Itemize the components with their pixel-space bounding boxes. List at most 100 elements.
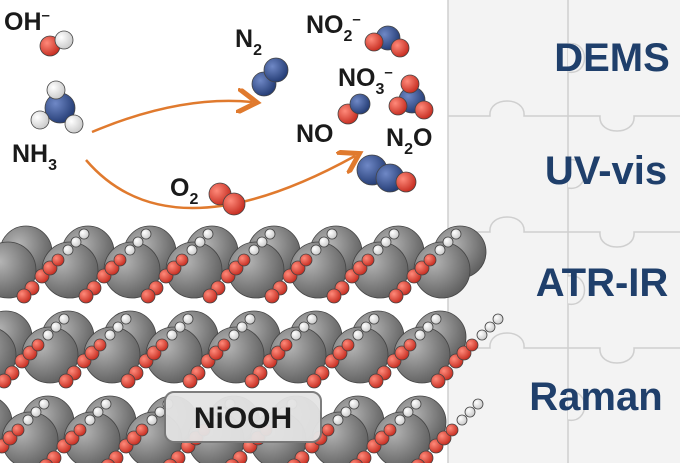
oxygen-atom [182,373,198,389]
hydrogen-atom [352,329,364,341]
oxygen-atom [445,423,459,437]
puzzle-knob [567,275,586,305]
hydrogen-atom [42,329,54,341]
oxygen-atom [120,373,136,389]
oxygen-atom [356,450,372,463]
oxygen-atom [388,288,404,304]
puzzle-seam [568,347,680,364]
hydrogen-atom [120,313,132,325]
oxygen-atom [306,373,322,389]
arrow-to-n2 [91,101,252,134]
hydrogen-atom [326,228,338,240]
catalyst-label-box: NiOOH [164,391,322,443]
oxygen-atom [294,450,310,463]
hydrogen-atom [298,321,310,333]
hydrogen-atom [348,398,360,410]
hydrogen-atom [112,321,124,333]
hydrogen-atom [368,313,380,325]
puzzle-seam [448,332,568,349]
oxygen-atom [349,458,363,463]
oxygen-atom [237,253,251,267]
hydrogen-atom [100,398,112,410]
hydrogen-atom [186,244,198,256]
hydrogen-atom [476,329,488,341]
oxygen-atom [383,423,397,437]
hydrogen-atom [50,321,62,333]
oxygen-atom [418,450,434,463]
hydrogen-atom [442,236,454,248]
oxygen-atom [140,288,156,304]
hydrogen-atom [54,30,74,50]
oxygen-atom [423,253,437,267]
label-hydroxide: OH– [4,7,50,36]
hydrogen-atom [340,406,352,418]
oxygen-atom [465,338,479,352]
oxygen-atom [341,338,355,352]
hydrogen-atom [84,414,96,426]
oxygen-atom [135,423,149,437]
oxygen-atom [403,338,417,352]
hydrogen-atom [62,244,74,256]
label-ammonia: NH3 [12,140,57,174]
hydrogen-atom [402,406,414,418]
technique-label-4: Raman [529,375,662,419]
label-nitrate: NO3– [338,64,393,98]
label-nitric-oxide: NO [296,120,334,148]
oxygen-atom [222,192,246,216]
hydrogen-atom [92,406,104,418]
hydrogen-atom [132,236,144,248]
oxygen-atom [73,423,87,437]
puzzle-knob [567,159,586,189]
oxygen-atom [411,458,425,463]
hydrogen-atom [248,244,260,256]
label-nitrogen: N2 [235,25,262,59]
oxygen-atom [361,253,375,267]
oxygen-atom [163,458,177,463]
hydrogen-atom [414,329,426,341]
hydrogen-atom [78,228,90,240]
hydrogen-atom [484,321,496,333]
hydrogen-atom [290,329,302,341]
hydrogen-atom [256,236,268,248]
puzzle-seam [448,100,568,117]
oxygen-atom [299,253,313,267]
oxygen-atom [58,373,74,389]
oxygen-atom [16,288,32,304]
hydrogen-atom [154,406,166,418]
oxygen-atom [279,338,293,352]
label-nitrite: NO2– [306,11,361,45]
hydrogen-atom [38,398,50,410]
hydrogen-atom [372,244,384,256]
hydrogen-atom [244,313,256,325]
arrow-to-products [85,156,355,210]
hydrogen-atom [228,329,240,341]
hydrogen-atom [30,406,42,418]
hydrogen-atom [194,236,206,248]
oxygen-atom [390,38,410,58]
oxygen-atom [225,458,239,463]
oxygen-atom [39,458,53,463]
oxygen-atom [78,288,94,304]
hydrogen-atom [182,313,194,325]
hydrogen-atom [46,80,66,100]
oxygen-atom [155,338,169,352]
oxygen-atom [108,450,124,463]
oxygen-atom [217,338,231,352]
oxygen-atom [93,338,107,352]
oxygen-atom [51,253,65,267]
hydrogen-atom [166,329,178,341]
hydrogen-atom [64,114,84,134]
nitrogen-atom [263,57,289,83]
puzzle-seam [568,115,680,132]
oxygen-atom [101,458,115,463]
oxygen-atom [46,450,62,463]
hydrogen-atom [380,236,392,248]
hydrogen-atom [306,313,318,325]
oxygen-atom [11,423,25,437]
oxygen-atom [368,373,384,389]
oxygen-atom [113,253,127,267]
hydrogen-atom [388,228,400,240]
hydrogen-atom [456,414,468,426]
oxygen-atom [232,450,248,463]
